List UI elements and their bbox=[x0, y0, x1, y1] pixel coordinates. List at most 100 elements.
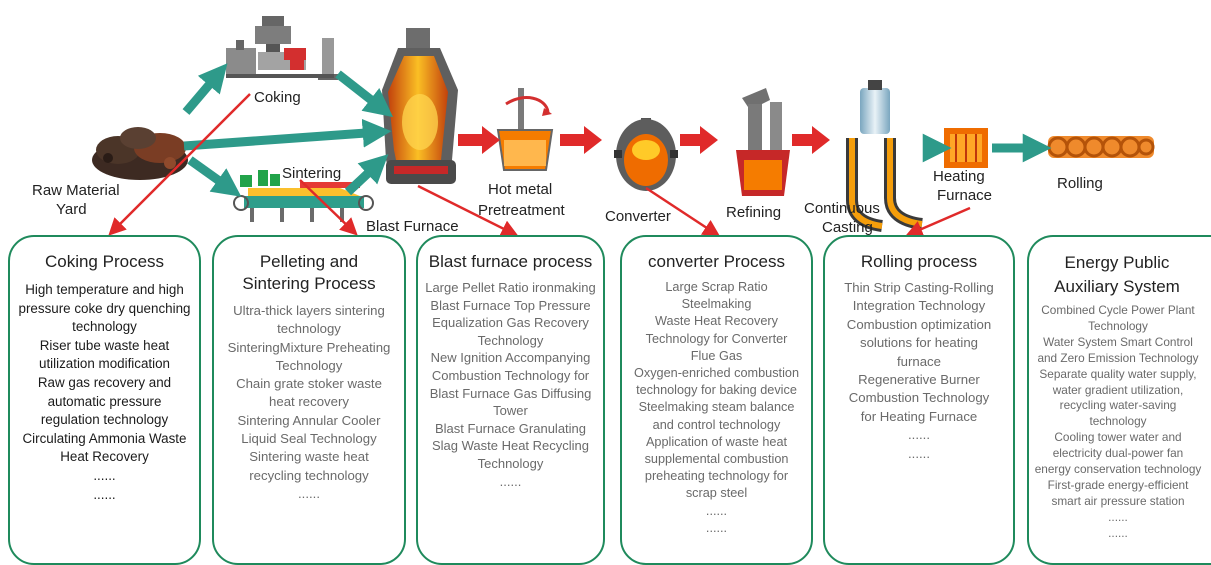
hot-metal-label-line1: Hot metal bbox=[488, 181, 553, 198]
sintering-label: Sintering bbox=[282, 165, 342, 182]
continuous-casting-label-line2: Casting bbox=[822, 219, 873, 236]
technology-item: Oxygen-enriched combustion bbox=[633, 366, 800, 381]
technology-item: water gradient utilization, bbox=[1052, 382, 1184, 397]
box-title-line: converter Process bbox=[648, 252, 785, 271]
technology-item: First-grade energy-efficient bbox=[1047, 477, 1189, 492]
technology-item: Tower bbox=[493, 403, 528, 419]
technology-item: Technology bbox=[477, 332, 544, 348]
callout-lines bbox=[108, 93, 971, 238]
rolling-mill-icon bbox=[1047, 136, 1155, 158]
technology-item: Cooling tower water and bbox=[1054, 430, 1182, 445]
callout-converter bbox=[645, 186, 721, 237]
technology-item: technology bbox=[1089, 414, 1147, 429]
technology-item: Combustion Technology bbox=[848, 390, 990, 406]
heating-furnace-icon bbox=[944, 128, 988, 168]
box-title: Energy Public Auxiliary System bbox=[1029, 237, 1211, 303]
technology-item: Circulating Ammonia Waste bbox=[22, 430, 187, 446]
technology-item: scrap steel bbox=[685, 486, 748, 501]
process-diagram: Coking Sintering Raw Material Yard Blast… bbox=[8, 16, 1211, 565]
callout-rolling bbox=[905, 206, 971, 238]
technology-item: ...... bbox=[93, 486, 116, 502]
rolling-process-box: Rolling process Thin Strip Casting-Rolli… bbox=[823, 235, 1015, 565]
technology-item: Water System Smart Control bbox=[1043, 334, 1193, 349]
box-title: Coking Process bbox=[10, 237, 199, 281]
callout-sintering bbox=[299, 179, 358, 236]
box-title: Pelleting and Sintering Process bbox=[214, 237, 404, 302]
refining-vessel-icon bbox=[736, 88, 790, 196]
technology-list: Combined Cycle Power Plant Technology Wa… bbox=[1029, 303, 1211, 542]
technology-list: Large Pellet Ratio ironmaking Blast Furn… bbox=[418, 279, 603, 490]
technology-item: Combined Cycle Power Plant bbox=[1041, 303, 1195, 317]
technology-item: and Zero Emission Technology bbox=[1037, 350, 1199, 365]
continuous-casting-label-line1: Continuous bbox=[804, 200, 880, 217]
technology-item: ...... bbox=[1108, 525, 1128, 540]
technology-item: Steelmaking steam balance bbox=[638, 400, 795, 415]
arrow-refining-to-casting bbox=[792, 126, 830, 154]
energy-auxiliary-system-box: Energy Public Auxiliary System Combined … bbox=[1027, 235, 1211, 565]
box-title-line: Auxiliary System bbox=[1054, 277, 1180, 296]
technology-item: energy conservation technology bbox=[1034, 462, 1202, 477]
technology-item: technology for baking device bbox=[636, 383, 797, 398]
technology-item: technology bbox=[72, 319, 137, 335]
blast-furnace-process-box: Blast furnace process Large Pellet Ratio… bbox=[416, 235, 605, 565]
box-title-line: Rolling process bbox=[860, 252, 978, 271]
blast-furnace-icon bbox=[382, 28, 458, 184]
technology-item: automatic pressure bbox=[47, 393, 162, 409]
technology-item: Technology bbox=[477, 455, 544, 471]
technology-item: Large Scrap Ratio bbox=[665, 280, 768, 294]
technology-item: Chain grate stoker waste bbox=[236, 376, 382, 392]
technology-item: Combustion Technology for bbox=[431, 367, 590, 383]
arrow-yard-to-coking bbox=[182, 63, 228, 115]
arrow-coking-to-blast-furnace bbox=[335, 70, 394, 118]
technology-item: Steelmaking bbox=[681, 297, 752, 312]
raw-material-label-line1: Raw Material bbox=[32, 182, 120, 199]
technology-list: Ultra-thick layers sintering technology … bbox=[214, 302, 404, 503]
heating-furnace-label-line1: Heating bbox=[933, 168, 985, 185]
box-title-line: Pelleting and bbox=[259, 252, 359, 271]
box-title: Blast furnace process bbox=[418, 237, 603, 279]
hot-metal-ladle-icon bbox=[496, 88, 554, 171]
technology-item: Equalization Gas Recovery bbox=[432, 315, 589, 331]
technology-item: technology bbox=[277, 321, 341, 337]
coking-plant-icon bbox=[226, 16, 338, 80]
technology-item: Combustion optimization bbox=[846, 316, 992, 332]
technology-item: furnace bbox=[897, 353, 941, 369]
technology-item: ...... bbox=[93, 467, 116, 483]
technology-item: Ultra-thick layers sintering bbox=[233, 303, 385, 318]
technology-item: Flue Gas bbox=[690, 348, 743, 363]
technology-item: Technology for Converter bbox=[645, 331, 788, 346]
technology-item: Sintering waste heat bbox=[249, 449, 369, 465]
technology-item: utilization modification bbox=[39, 356, 170, 372]
box-title-line: Energy Public bbox=[1064, 253, 1170, 272]
technology-item: ...... bbox=[499, 473, 522, 489]
blast-furnace-label: Blast Furnace bbox=[366, 218, 459, 235]
technology-item: Waste Heat Recovery bbox=[655, 314, 778, 329]
technology-list: High temperature and high pressure coke … bbox=[10, 281, 199, 504]
technology-item: preheating technology for bbox=[644, 469, 789, 484]
technology-item: ...... bbox=[908, 427, 930, 443]
technology-item: Integration Technology bbox=[852, 298, 986, 314]
technology-item: New Ignition Accompanying bbox=[430, 350, 591, 366]
box-title: converter Process bbox=[622, 237, 811, 279]
technology-list: Large Scrap Ratio Steelmaking Waste Heat… bbox=[622, 279, 811, 537]
box-title-line: Coking Process bbox=[44, 252, 165, 271]
technology-item: electricity dual-power fan bbox=[1052, 446, 1184, 461]
technology-item: regulation technology bbox=[40, 412, 169, 428]
technology-list: Thin Strip Casting-Rolling Integration T… bbox=[825, 279, 1013, 463]
converter-process-box: converter Process Large Scrap Ratio Stee… bbox=[620, 235, 813, 565]
coking-label: Coking bbox=[254, 89, 301, 106]
technology-item: ...... bbox=[705, 520, 728, 535]
hot-metal-label-line2: Pretreatment bbox=[478, 202, 565, 219]
technology-item: SinteringMixture Preheating bbox=[227, 339, 391, 355]
technology-item: Blast Furnace Gas Diffusing bbox=[429, 385, 592, 401]
arrow-sintering-to-blast-furnace bbox=[344, 154, 389, 196]
teal-flow-arrows bbox=[182, 63, 1052, 197]
heating-furnace-label-line2: Furnace bbox=[937, 187, 993, 204]
raw-material-pile-icon bbox=[92, 127, 188, 180]
red-flow-arrows bbox=[458, 126, 830, 154]
technology-item: supplemental combustion bbox=[644, 452, 789, 467]
technology-item: recycling technology bbox=[249, 467, 369, 483]
technology-item: Raw gas recovery and bbox=[37, 374, 172, 390]
pelleting-sintering-process-box: Pelleting and Sintering Process Ultra-th… bbox=[212, 235, 406, 565]
technology-item: Technology bbox=[1088, 318, 1148, 333]
